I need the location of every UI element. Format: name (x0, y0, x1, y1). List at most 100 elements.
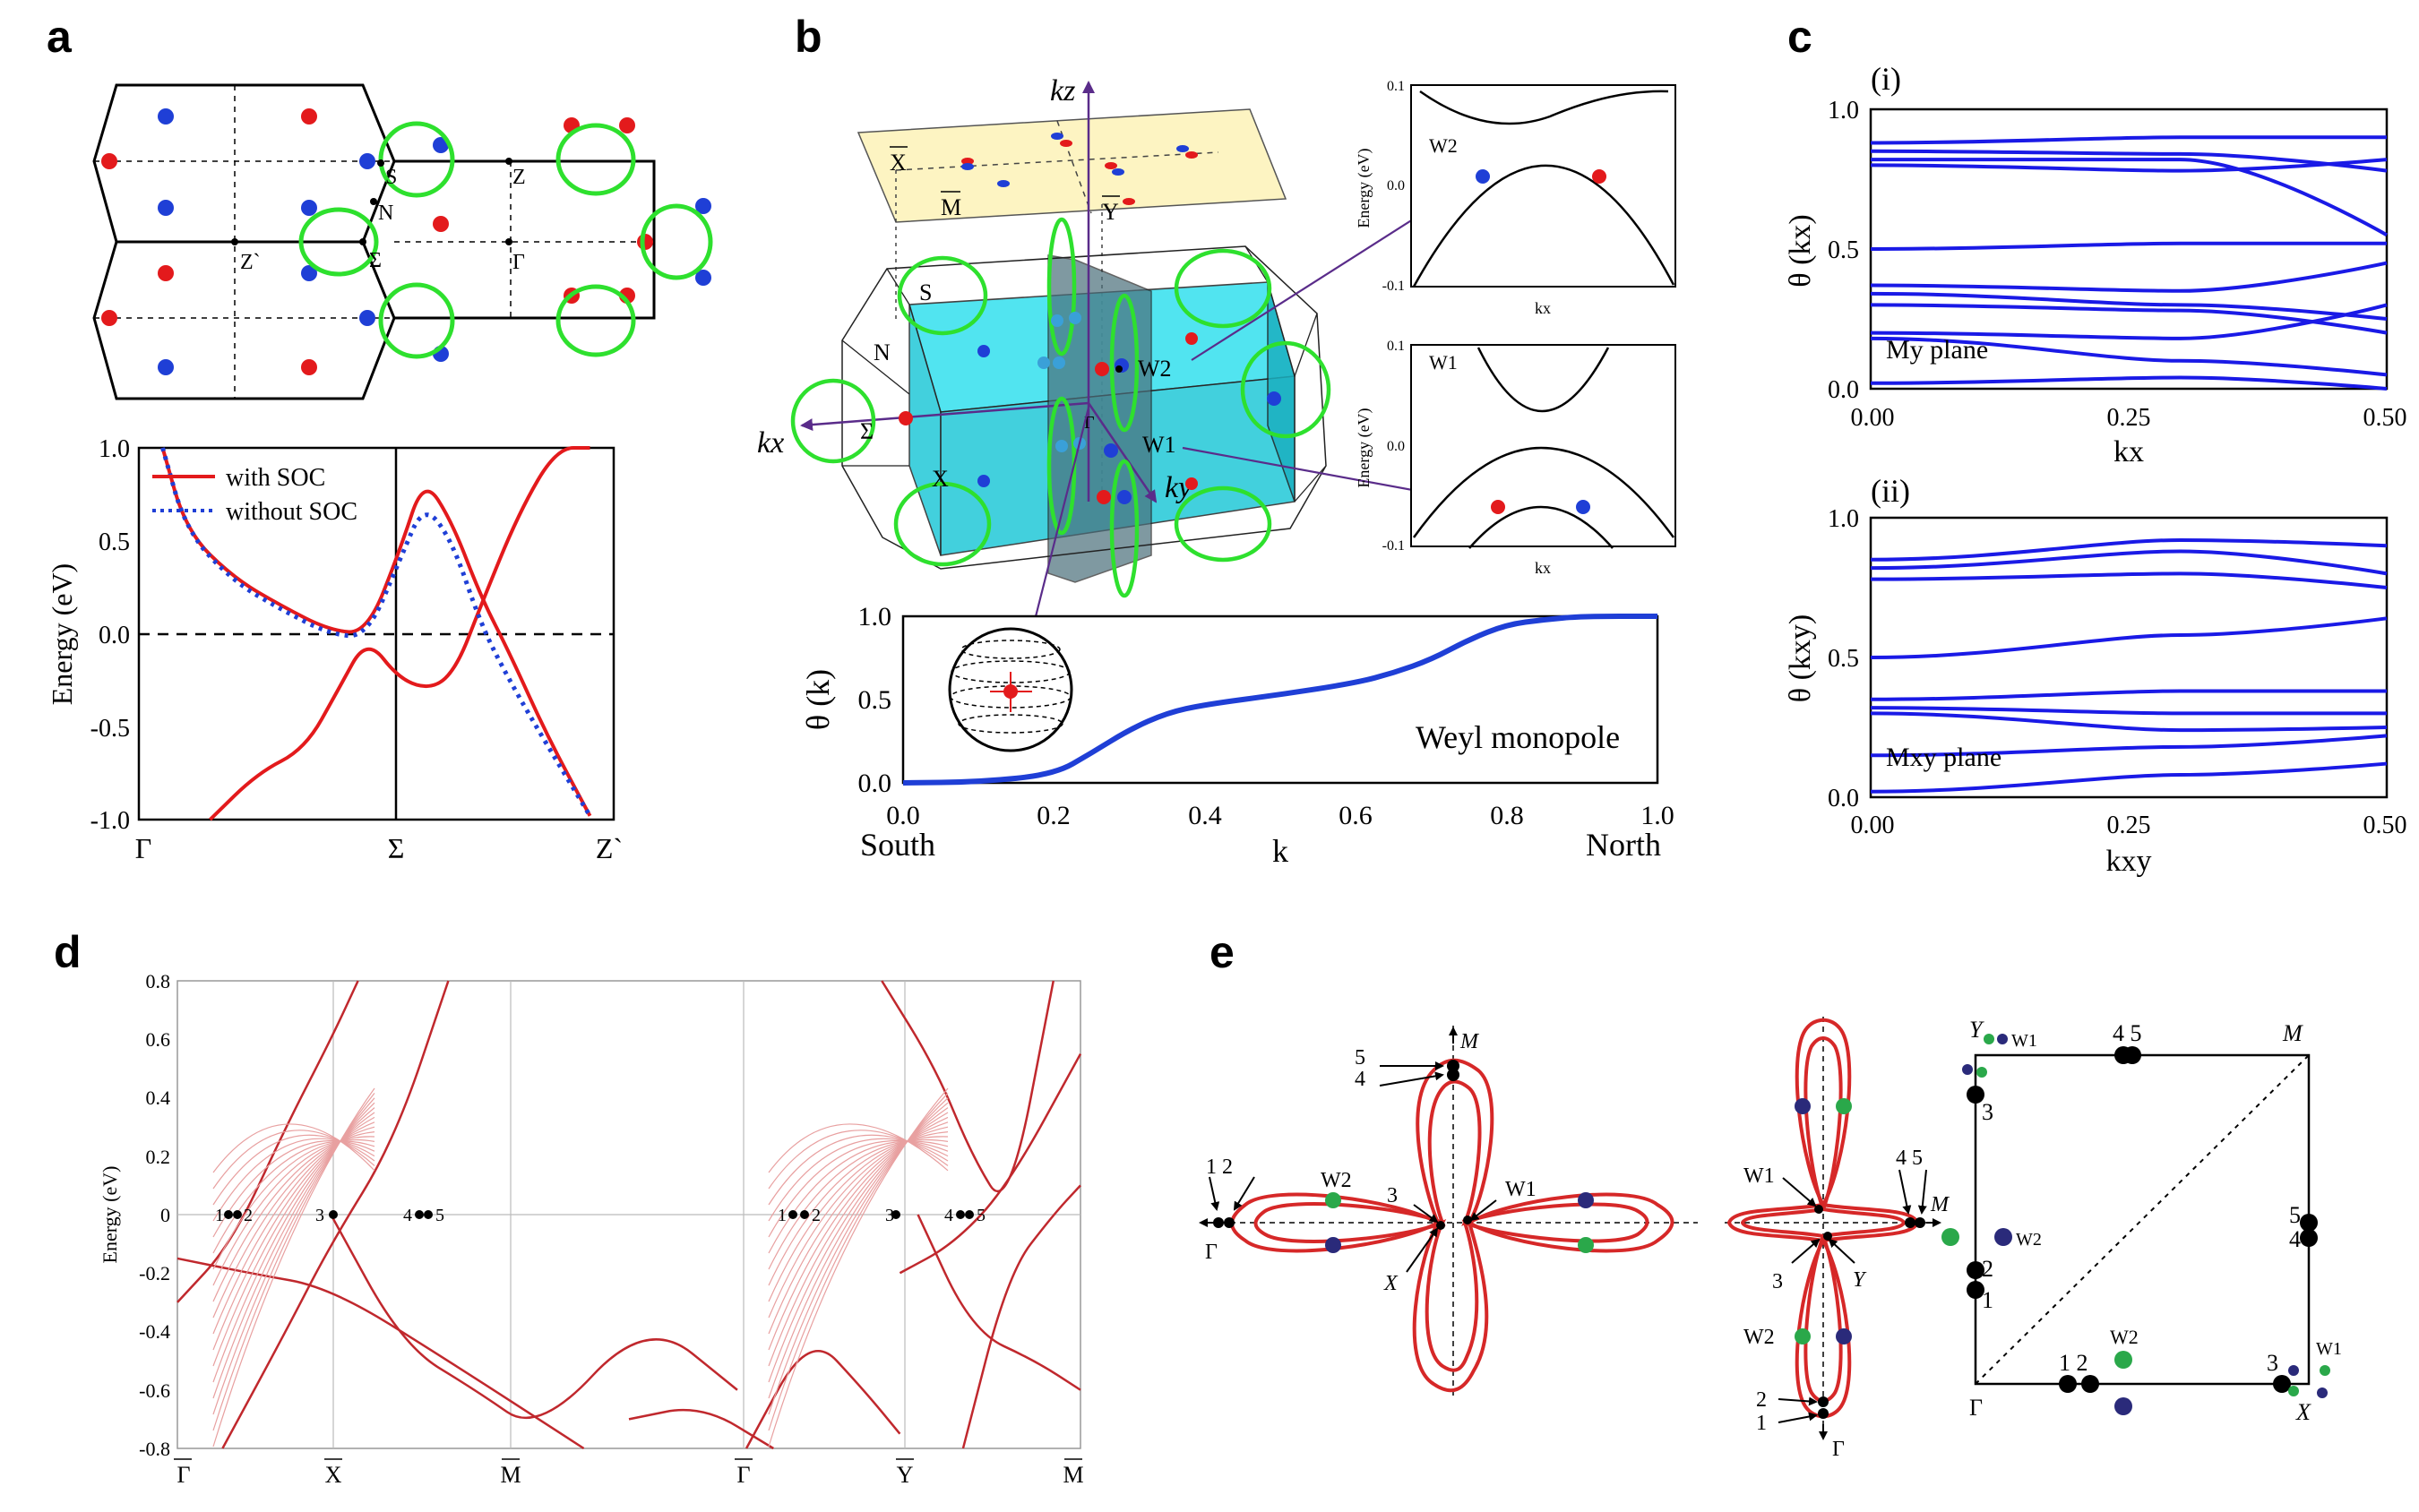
e-right-n2: 2 (1982, 1256, 1993, 1282)
e-mid-n45: 4 5 (1896, 1147, 1923, 1170)
d-pt-5: 5 (435, 1206, 444, 1225)
panel-d: d 0.8 0.6 0.4 0.2 0 -0.2 -0.4 -0.6 -0.8 … (54, 927, 1084, 1488)
b-label-ybar: Y (1102, 199, 1119, 225)
e-right-x: X (2295, 1399, 2311, 1425)
surface-weyl-points (961, 133, 1198, 205)
d-bulk-band-r-17 (768, 1123, 949, 1173)
b-xtick-4: 0.8 (1490, 801, 1524, 830)
c2-xtick-1: 0.25 (2107, 812, 2151, 839)
d-bulk-band-r-1 (768, 1092, 949, 1431)
d-bulk-band-10 (212, 1136, 375, 1286)
e-left-gamma: Γ (1205, 1241, 1218, 1264)
d-bulk-band-r-4 (768, 1107, 949, 1383)
panel-e: e 1 2 5 4 W2 W1 (1199, 927, 2342, 1461)
inset-w2-ylabel: Energy (eV) (1355, 148, 1373, 228)
e-right-w1b: W1 (2316, 1339, 2342, 1359)
c-sub2: (ii) (1871, 473, 1910, 509)
c2-xtick-2: 0.50 (2363, 812, 2407, 839)
d-bulk-band-r-15 (768, 1134, 949, 1206)
c2-lines-line-5 (1870, 706, 2387, 716)
d-bulk-band-8 (212, 1126, 375, 1319)
c2-lines-line-6 (1870, 711, 2388, 733)
a-ytick-0: 1.0 (99, 435, 130, 463)
c1-lines-line-2 (1871, 158, 2389, 237)
b-ylabel: θ (k) (800, 669, 836, 730)
b-xtick-5: 1.0 (1640, 801, 1674, 830)
e-right-y: Y (1969, 1017, 1984, 1043)
panel-b-label: b (795, 12, 822, 62)
d-xtick-0: Γ (176, 1462, 190, 1488)
c2-lines-line-3 (1870, 616, 2388, 659)
inset-w1-xlabel: kx (1535, 559, 1551, 577)
d-pt-7: 2 (812, 1206, 821, 1225)
d-bulk-band-3 (212, 1102, 375, 1399)
c1-lines-line-10 (1870, 375, 2388, 391)
bz-label-gamma: Γ (512, 251, 525, 274)
d-bulk-band-13 (212, 1139, 375, 1238)
b-ytick-1: 0.5 (858, 685, 892, 715)
c1-lines-line-3 (1870, 158, 2388, 173)
d-bulk-band-r-13 (768, 1139, 949, 1238)
d-pt-2: 2 (244, 1206, 253, 1225)
b-label-sigma: Σ (860, 418, 874, 444)
e-left-n3: 3 (1387, 1184, 1398, 1207)
b-label-x: X (932, 466, 949, 492)
e-right-n1: 1 (1982, 1287, 1993, 1313)
b-green-loops (790, 217, 1331, 598)
d-bulk-band-r-0 (768, 1087, 949, 1448)
e-left-x: X (1383, 1272, 1399, 1295)
d-bulk-band-15 (212, 1134, 375, 1206)
b-label-mbar: M (941, 194, 961, 220)
d-bulk-band-r-16 (768, 1130, 949, 1190)
inset-w1-ytick-1: 0.0 (1387, 439, 1405, 454)
a-legend-nosoc: without SOC (226, 498, 357, 526)
d-pt-9: 4 (944, 1206, 953, 1225)
surface-labels: X M Y (890, 146, 1120, 225)
c2-lines-line-2 (1870, 571, 2388, 589)
e-mid-n1: 1 (1756, 1412, 1767, 1435)
d-band-lines (176, 980, 1082, 1450)
d-ytick-4: 0 (160, 1204, 170, 1226)
b-axis-kz: kz (1050, 74, 1075, 107)
panel-a-green-loops (298, 121, 713, 359)
c2-plane: Mxy plane (1886, 743, 2001, 772)
panel-e-label: e (1210, 927, 1235, 977)
d-band-line-8 (961, 1184, 1081, 1449)
d-band-line-2 (330, 1214, 738, 1420)
c1-ytick-1: 0.5 (1828, 236, 1859, 264)
e-right-m: M (2282, 1020, 2303, 1046)
inset-w1-ytick-0: 0.1 (1387, 339, 1405, 354)
e-left-m: M (1459, 1030, 1480, 1053)
bz-label-z: Z (512, 166, 526, 189)
b-xtick-0: 0.0 (886, 801, 920, 830)
bz-label-n: N (378, 202, 393, 225)
panel-c: c (i) 1.0 0.5 0.0 0.00 0.25 0.50 kx θ (k… (1784, 12, 2407, 878)
a-ytick-4: -1.0 (90, 807, 130, 835)
e-mid-m: M (1930, 1193, 1950, 1216)
c2-lines-line-7 (1870, 734, 2388, 758)
d-bulk-band-9 (212, 1131, 375, 1302)
a-ylabel: Energy (eV) (46, 563, 78, 705)
c1-lines-line-9 (1870, 336, 2388, 377)
panel-c-plot-1: 1.0 0.5 0.0 0.00 0.25 0.50 kx θ (kx) My … (1784, 97, 2407, 468)
d-bulk-band-11 (212, 1138, 375, 1270)
d-ytick-0: 0.8 (146, 970, 171, 992)
d-ytick-8: -0.8 (139, 1438, 170, 1460)
inset-w1-title: W1 (1429, 351, 1458, 374)
c1-ylabel: θ (kx) (1784, 214, 1817, 287)
c2-xtick-0: 0.00 (1851, 812, 1895, 839)
d-ytick-7: -0.6 (139, 1379, 170, 1402)
e-right-w2b: W2 (2110, 1326, 2139, 1348)
inset-w2: W2 0.1 0.0 -0.1 Energy (eV) kx (1355, 79, 1676, 317)
d-xtick-2: M (500, 1462, 521, 1488)
d-band-line-6 (881, 980, 1055, 1192)
bz-label-s: S (385, 166, 397, 189)
c1-plane: My plane (1886, 335, 1988, 365)
b-label-w2: W2 (1138, 356, 1172, 382)
a-xtick-2: Z` (596, 832, 623, 864)
d-bulk-band-r-3 (768, 1102, 949, 1399)
d-crossing-points: 1 2 3 4 5 1 2 3 4 5 (215, 1206, 986, 1225)
d-bulk-band-0 (212, 1087, 375, 1448)
inset-w2-ytick-1: 0.0 (1387, 178, 1405, 193)
e-left-n12: 1 2 (1206, 1155, 1233, 1179)
